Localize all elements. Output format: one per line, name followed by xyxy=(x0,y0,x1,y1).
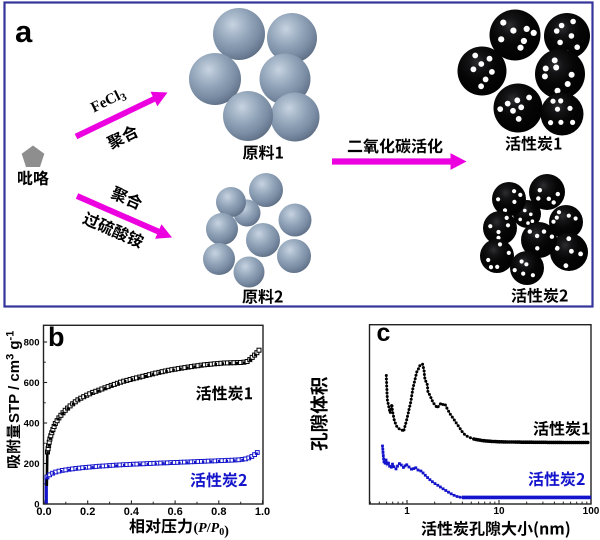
svg-text:0.6: 0.6 xyxy=(167,506,182,518)
svg-text:a: a xyxy=(15,14,33,49)
svg-text:STP / cm3 g-1: STP / cm3 g-1 xyxy=(5,331,24,423)
svg-text:600: 600 xyxy=(24,378,40,389)
svg-text:400: 400 xyxy=(24,418,40,429)
svg-text:800: 800 xyxy=(24,337,40,348)
svg-text:0.8: 0.8 xyxy=(211,506,226,518)
svg-text:200: 200 xyxy=(24,459,40,470)
svg-text:c: c xyxy=(377,319,391,347)
svg-text:0.2: 0.2 xyxy=(80,506,95,518)
svg-text:b: b xyxy=(48,322,65,352)
svg-text:10: 10 xyxy=(493,506,505,517)
svg-text:0: 0 xyxy=(34,499,39,510)
svg-text:100: 100 xyxy=(583,506,600,517)
svg-text:1.0: 1.0 xyxy=(255,506,270,518)
svg-text:0.0: 0.0 xyxy=(36,506,51,518)
svg-text:1: 1 xyxy=(404,506,410,517)
svg-text:0.4: 0.4 xyxy=(124,506,140,518)
